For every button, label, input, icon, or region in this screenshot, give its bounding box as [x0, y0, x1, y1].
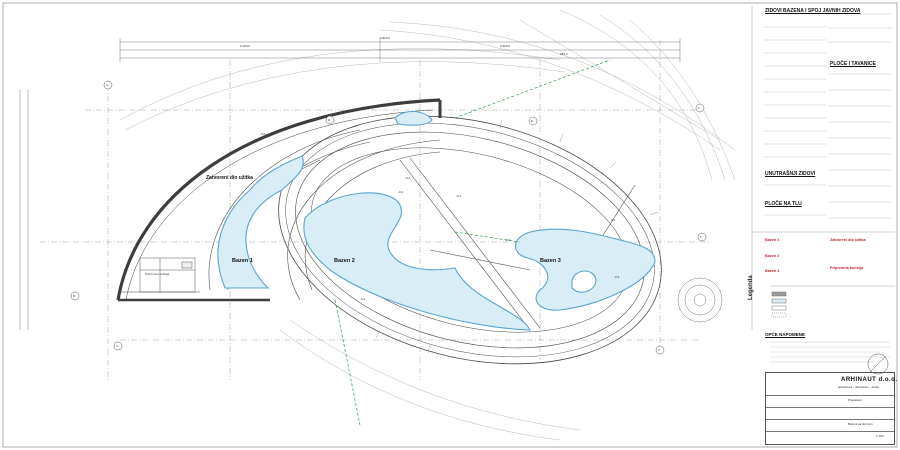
level-marker: -0,3	[614, 275, 620, 279]
legend-heading-inner-walls: UNUTRAŠNJI ZIDOVI	[765, 171, 816, 177]
pool-1-water	[217, 155, 304, 289]
firm-name: ARHINAUT d.o.o.	[841, 377, 898, 383]
rotunda-feature	[677, 277, 723, 323]
legend-heading-pool-walls: ZIDOVI BAZENA I SPOJ JAVNIH ZIDOVA	[765, 8, 861, 14]
legend-rows-right	[828, 13, 892, 219]
axis-mark: A	[106, 83, 109, 87]
legend-rows-left	[764, 26, 826, 216]
closed-part-label: Zatvoreni dio užitka	[206, 175, 253, 181]
kitchen-block	[139, 257, 196, 293]
level-marker: -0,5	[260, 132, 266, 136]
dimension-label: 6.800,0	[380, 36, 391, 40]
sheet-title: Bazeni sa tlocrtom	[848, 422, 873, 426]
pool-top-water	[394, 110, 433, 126]
firm-subtitle: arhitektura · urbanizam · dizajn	[838, 385, 880, 389]
axis-mark: 3	[658, 348, 660, 352]
legend-heading-slabs: PLOČE I TAVANICE	[830, 61, 876, 67]
kitchen-label: Pripremna kuhinja	[145, 272, 170, 276]
legend-swatches	[771, 291, 787, 318]
level-marker: -0,2	[360, 297, 366, 301]
drainage-line	[334, 59, 611, 426]
axis-circles	[70, 80, 707, 355]
axis-mark: C	[116, 344, 119, 348]
legend-heading-ground-slabs: PLOČE NA TLU	[765, 201, 802, 207]
notes-lines	[770, 341, 890, 363]
axis-mark: 1	[700, 235, 702, 239]
note-title-pool-2: Bazen 2	[765, 254, 780, 258]
terrain-contours	[119, 9, 736, 441]
dimension-lines	[19, 38, 681, 330]
general-notes-title: OPĆE NAPOMENE	[765, 332, 806, 337]
note-title-kitchen: Pripremna kuhinja	[830, 266, 864, 270]
pool-water	[217, 110, 656, 331]
sheet-scale: 1:100	[876, 434, 884, 438]
pool-3-water	[514, 228, 656, 311]
note-title-pool-3: Bazen 3	[765, 269, 780, 273]
legend-side-label: Legenda	[748, 275, 754, 300]
north-arrow	[867, 353, 889, 375]
axis-mark: B	[73, 294, 76, 298]
rim-ticks	[375, 119, 659, 354]
level-marker: -0,3	[610, 218, 616, 222]
axis-mark: 1	[698, 106, 700, 110]
pool-3-label: Bazen 3	[540, 258, 561, 264]
level-marker: -0,2	[505, 238, 511, 242]
project-label: Projektant	[848, 398, 862, 402]
title-block: ARHINAUT d.o.o. arhitektura · urbanizam …	[765, 372, 898, 445]
pool-2-label: Bazen 2	[334, 258, 355, 264]
note-title-pool-1: Bazen 1	[765, 238, 780, 242]
dimension-label: 2.500,0	[500, 44, 511, 48]
axis-mark: D	[328, 118, 331, 122]
note-title-closed-part: Zatvoreni dio užitka	[830, 238, 866, 242]
legend-frame	[751, 6, 895, 330]
dimension-label: 2.400,0	[240, 44, 251, 48]
level-marker: -0,1	[456, 194, 462, 198]
pool-3-island	[571, 270, 597, 293]
pool-1-label: Bazen 1	[232, 258, 253, 264]
level-marker: -0,4	[405, 176, 411, 180]
pool-2-water	[303, 192, 531, 331]
axis-mark: E	[531, 119, 534, 123]
dimension-label: 280,0	[560, 52, 568, 56]
level-marker: -0,2	[398, 190, 404, 194]
